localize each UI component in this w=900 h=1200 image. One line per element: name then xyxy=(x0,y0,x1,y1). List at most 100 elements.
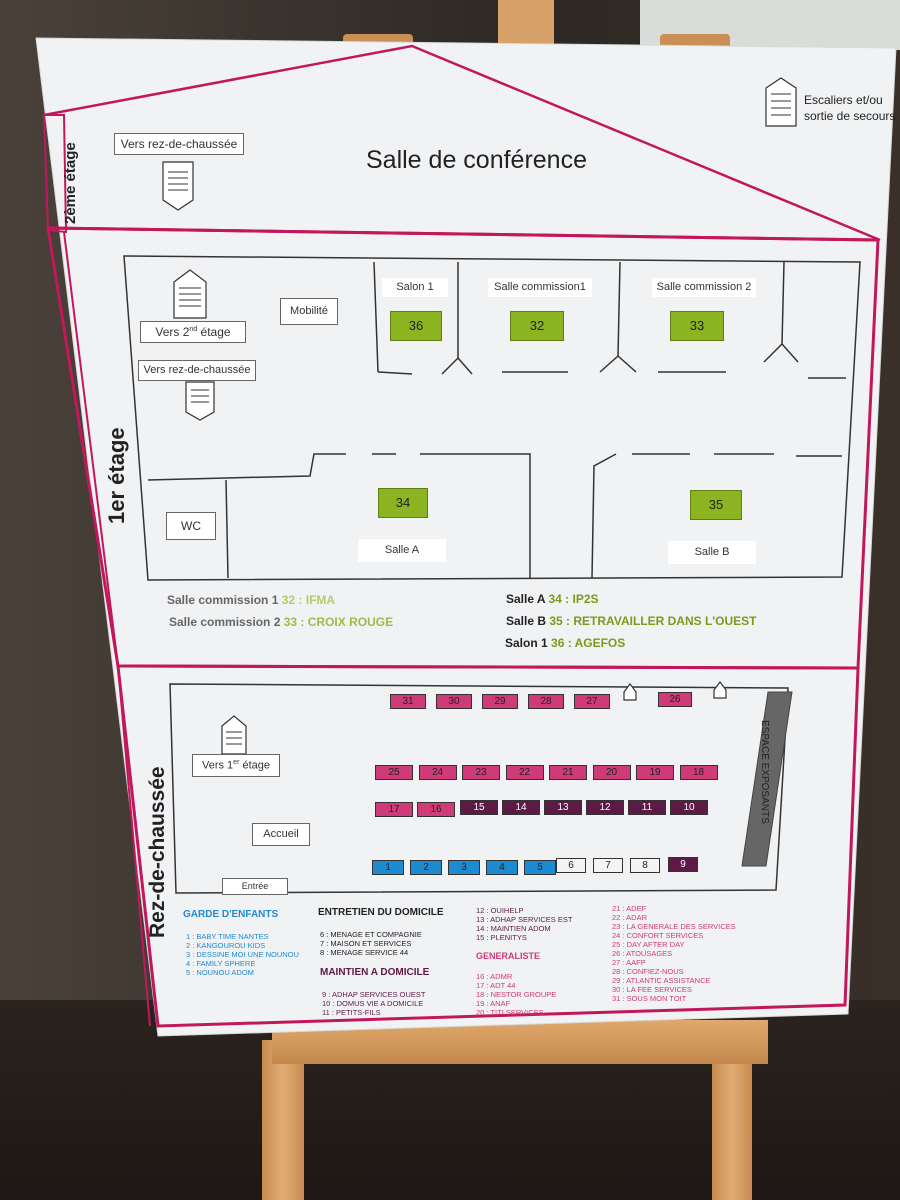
easel-top xyxy=(498,0,554,48)
booth-6: 6 xyxy=(556,858,586,873)
legend-item: 17 : ADT 44 xyxy=(476,981,516,990)
emergency-legend: Escaliers et/ou sortie de secours xyxy=(804,92,895,124)
assignment-room: Salle A xyxy=(506,592,546,606)
legend-item: 19 : ANAF xyxy=(476,999,511,1008)
booth-28: 28 xyxy=(528,694,564,709)
legend-col3-list: 12 : OUIHELP 13 : ADHAP SERVICES EST 14 … xyxy=(476,906,572,942)
booth-18: 18 xyxy=(679,765,718,780)
legend-item: 11 : PETITS-FILS xyxy=(322,1008,381,1017)
legend-item: 12 : OUIHELP xyxy=(476,906,524,915)
room-number-35: 35 xyxy=(690,490,742,520)
room-number-33: 33 xyxy=(670,311,724,341)
room-number-34: 34 xyxy=(378,488,428,518)
espace-exposants-label: ESPACE EXPOSANTS xyxy=(759,720,770,824)
legend-item: 9 : ADHAP SERVICES OUEST xyxy=(322,990,426,999)
stairs-label-second: Vers 2nd étage xyxy=(140,321,246,343)
assignment-number: 32 : IFMA xyxy=(281,593,336,607)
room-number-36: 36 xyxy=(390,311,442,341)
legend-garde-title: GARDE D'ENFANTS xyxy=(183,909,279,920)
legend-item: 29 : ATLANTIC ASSISTANCE xyxy=(612,976,711,985)
legend-item: 14 : MAINTIEN ADOM xyxy=(476,924,551,933)
stairs-label-first: Vers 1er étage xyxy=(192,754,280,777)
booth-2: 2 xyxy=(410,860,442,875)
floor-label-ground: Rez-de-chaussée xyxy=(146,766,169,938)
legend-item: 7 : MAISON ET SERVICES xyxy=(320,939,412,948)
legend-item: 4 : FAMILY SPHERE xyxy=(186,959,256,968)
booth-17: 17 xyxy=(375,802,413,817)
assignment-salle-a: Salle A 34 : IP2S xyxy=(506,592,599,606)
legend-item: 18 : NESTOR GROUPE xyxy=(476,990,557,999)
room-label-salon1: Salon 1 xyxy=(382,278,448,297)
booth-26: 26 xyxy=(658,692,692,707)
legend-item: 15 : PLENITYS xyxy=(476,933,527,942)
legend-item: 6 : MENAGE ET COMPAGNIE xyxy=(320,930,422,939)
booth-24: 24 xyxy=(418,765,457,780)
legend-item: 5 : NOUNOU ADOM xyxy=(186,968,254,977)
legend-maintien-list: 9 : ADHAP SERVICES OUEST 10 : DOMUS VIE … xyxy=(322,990,426,1017)
booth-16: 16 xyxy=(417,802,455,817)
booth-5: 5 xyxy=(524,860,556,875)
room-label-salle-a: Salle A xyxy=(358,539,446,562)
booth-31: 31 xyxy=(390,694,426,709)
booth-8: 8 xyxy=(630,858,660,873)
stairs-up-rest: étage xyxy=(197,325,231,339)
booth-20: 20 xyxy=(592,765,631,780)
legend-item: 8 : MENAGE SERVICE 44 xyxy=(320,948,409,957)
assignment-number: 36 : AGEFOS xyxy=(551,636,626,650)
assignment-room: Salon 1 xyxy=(505,636,548,650)
booth-11: 11 xyxy=(628,800,666,815)
stairs-ground-rest: étage xyxy=(239,759,270,772)
legend-col4-list: 21 : ADEF 22 : ADAR 23 : LA GENERALE DES… xyxy=(612,904,736,1003)
booth-3: 3 xyxy=(448,860,480,875)
stairs-up-text: Vers 2 xyxy=(155,325,190,339)
booth-14: 14 xyxy=(502,800,540,815)
room-accueil: Accueil xyxy=(252,823,310,846)
booth-25: 25 xyxy=(375,765,413,780)
booth-29: 29 xyxy=(482,694,518,709)
legend-item: 13 : ADHAP SERVICES EST xyxy=(476,915,573,924)
assignment-number: 35 : RETRAVAILLER DANS L'OUEST xyxy=(549,614,757,628)
stairs-ground-text: Vers 1 xyxy=(201,759,234,772)
legend-maintien-title: MAINTIEN A DOMICILE xyxy=(320,967,430,978)
legend-item: 22 : ADAR xyxy=(612,913,648,922)
booth-21: 21 xyxy=(549,765,587,780)
assignment-commission1: Salle commission 1 32 : IFMA xyxy=(167,593,335,607)
booth-10: 10 xyxy=(670,800,708,815)
legend-item: 21 : ADEF xyxy=(612,904,647,913)
legend-entretien-title: ENTRETIEN DU DOMICILE xyxy=(318,907,444,918)
room-number-32: 32 xyxy=(510,311,564,341)
stairs-up-sup: nd xyxy=(189,326,198,333)
legend-generaliste-list: 16 : ADMR 17 : ADT 44 18 : NESTOR GROUPE… xyxy=(476,972,556,1017)
legend-item: 3 : DESSINE MOI UNE NOUNOU xyxy=(186,950,299,959)
booth-4: 4 xyxy=(486,860,518,875)
booth-30: 30 xyxy=(436,694,472,709)
legend-item: 10 : DOMUS VIE A DOMICILE xyxy=(322,999,424,1008)
room-label-commission1: Salle commission1 xyxy=(488,278,592,297)
legend-item: 24 : CONFORT SERVICES xyxy=(612,931,704,940)
legend-item: 26 : ATOUSAGES xyxy=(612,949,673,958)
assignment-commission2: Salle commission 2 33 : CROIX ROUGE xyxy=(169,615,393,629)
booth-9: 9 xyxy=(668,857,698,872)
booth-22: 22 xyxy=(505,765,544,780)
legend-item: 23 : LA GENERALE DES SERVICES xyxy=(612,922,736,931)
emergency-exit-icon xyxy=(623,681,727,701)
emergency-line-1: Escaliers et/ou xyxy=(804,93,883,107)
emergency-line-2: sortie de secours xyxy=(804,109,896,123)
legend-garde-list: 1 : BABY TIME NANTES 2 : KANGOUROU KIDS … xyxy=(186,932,299,977)
page-title: Salle de conférence xyxy=(366,146,587,174)
legend-item: 1 : BABY TIME NANTES xyxy=(186,932,269,941)
legend-item: 28 : CONFIEZ-NOUS xyxy=(612,967,684,976)
assignment-room: Salle commission 1 xyxy=(167,593,279,607)
booth-27: 27 xyxy=(574,694,610,709)
assignment-room: Salle commission 2 xyxy=(169,615,281,629)
floor-label-second: 2ème étage xyxy=(62,142,79,224)
stairs-label-ground-from-first: Vers rez-de-chaussée xyxy=(138,360,256,381)
easel-leg-right xyxy=(712,1040,752,1200)
legend-generaliste-title: GENERALISTE xyxy=(476,951,541,961)
entrance-label: Entrée xyxy=(222,878,288,895)
room-mobilite: Mobilité xyxy=(280,298,338,325)
booth-12: 12 xyxy=(586,800,624,815)
booth-19: 19 xyxy=(636,765,674,780)
